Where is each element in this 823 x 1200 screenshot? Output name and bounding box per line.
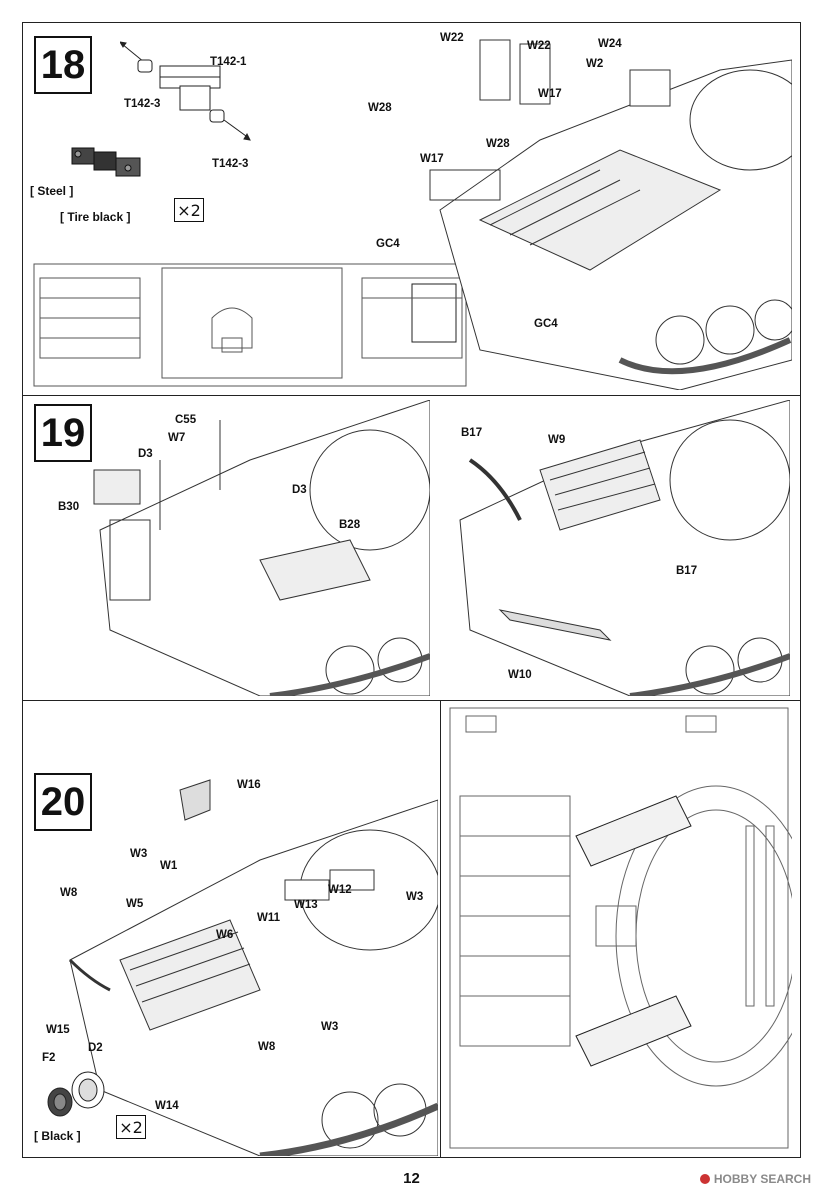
label-w5: W5	[126, 898, 144, 910]
label-w10: W10	[508, 669, 532, 681]
watermark-text: HOBBY SEARCH	[713, 1172, 811, 1186]
label-t142-1: T142-1	[210, 56, 247, 68]
label-c55: C55	[175, 414, 197, 426]
label-w1: W1	[160, 860, 178, 872]
label-w14: W14	[155, 1100, 179, 1112]
label-w3-top: W3	[130, 848, 148, 860]
label-b28: B28	[339, 519, 361, 531]
label-w28-left: W28	[368, 102, 392, 114]
divider-20-view	[440, 700, 441, 1158]
label-w28-mid: W28	[486, 138, 510, 150]
idler-wheel-link-diagram	[120, 40, 270, 150]
label-w8-bottom: W8	[258, 1041, 276, 1053]
label-w3-right: W3	[406, 891, 424, 903]
headlight-parts-diagram	[40, 1066, 120, 1122]
multiplier-x2-step20: ×2	[116, 1115, 146, 1139]
tank-fender-stowage-view	[450, 400, 790, 696]
label-b17-left: B17	[461, 427, 483, 439]
label-w8-left: W8	[60, 887, 78, 899]
label-gc4-side: GC4	[534, 318, 558, 330]
label-b17-right: B17	[676, 565, 698, 577]
label-w24: W24	[598, 38, 622, 50]
note-steel: [ Steel ]	[30, 184, 74, 198]
rear-hull-detail-view	[32, 258, 470, 390]
multiplier-x2-step18: ×2	[174, 198, 204, 222]
label-f2: F2	[42, 1052, 56, 1064]
label-b30: B30	[58, 501, 80, 513]
label-d3-left: D3	[138, 448, 153, 460]
label-w17-right: W17	[538, 88, 562, 100]
watermark: HOBBY SEARCH	[699, 1172, 811, 1186]
label-t142-3-bottom: T142-3	[212, 158, 249, 170]
label-w2: W2	[586, 58, 604, 70]
track-link-pair-diagram	[64, 140, 154, 186]
divider-18-19	[22, 395, 801, 396]
label-gc4-rear: GC4	[376, 238, 400, 250]
label-t142-3-top: T142-3	[124, 98, 161, 110]
top-down-hull-view	[446, 706, 792, 1152]
label-d3-right: D3	[292, 484, 307, 496]
label-w11: W11	[257, 912, 281, 924]
label-w22-right: W22	[527, 40, 551, 52]
label-w15: W15	[46, 1024, 70, 1036]
note-black: [ Black ]	[34, 1129, 81, 1143]
watermark-logo-icon	[699, 1174, 710, 1184]
page-frame	[22, 22, 801, 1158]
label-w16: W16	[237, 779, 261, 791]
label-w7: W7	[168, 432, 186, 444]
tank-hull-engine-deck-view	[420, 30, 792, 390]
step-number-19: 19	[34, 404, 92, 462]
step-number-20: 20	[34, 773, 92, 831]
label-w17-left: W17	[420, 153, 444, 165]
label-d2: D2	[88, 1042, 103, 1054]
tank-side-stowage-assembly-view	[60, 760, 438, 1156]
label-w12: W12	[328, 884, 352, 896]
page-number: 12	[403, 1170, 420, 1187]
tank-front-fender-view	[90, 400, 430, 696]
label-w22-left: W22	[440, 32, 464, 44]
label-w3-bottom: W3	[321, 1021, 339, 1033]
note-tire-black: [ Tire black ]	[60, 210, 131, 224]
label-w9: W9	[548, 434, 566, 446]
divider-19-20	[22, 700, 801, 701]
label-w13: W13	[294, 899, 318, 911]
label-w6: W6	[216, 929, 234, 941]
step-number-18: 18	[34, 36, 92, 94]
